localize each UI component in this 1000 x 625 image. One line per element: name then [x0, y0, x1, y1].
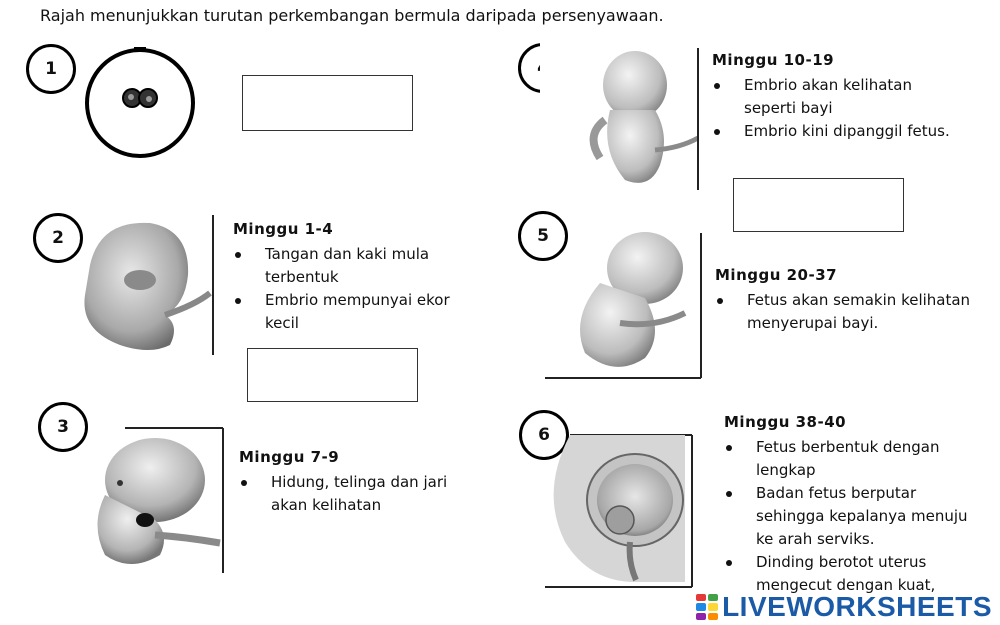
- stage-2-point-1: Tangan dan kaki mula terbentuk: [233, 243, 473, 289]
- stage-5-week: Minggu 20-37: [715, 266, 838, 284]
- stage-2-description: Minggu 1-4 Tangan dan kaki mula terbentu…: [233, 218, 473, 335]
- stage-4-description: Minggu 10-19 Embrio akan kelihatan seper…: [712, 49, 952, 143]
- answer-box-4[interactable]: [733, 178, 904, 232]
- fetus-week-10-19-image: [540, 40, 700, 190]
- liveworksheets-logo-icon: [696, 594, 719, 620]
- answer-box-2[interactable]: [247, 348, 418, 402]
- stage-number-3: 3: [38, 402, 88, 452]
- stage-3-point-1: Hidung, telinga dan jari akan kelihatan: [239, 471, 479, 517]
- page-title: Rajah menunjukkan turutan perkembangan b…: [40, 6, 664, 25]
- stage-number-6: 6: [519, 410, 569, 460]
- zygote-image: [85, 47, 195, 158]
- stage-number-1: 1: [26, 44, 76, 94]
- liveworksheets-watermark: LIVEWORKSHEETS: [696, 591, 992, 623]
- stage-4-point-1: Embrio akan kelihatan seperti bayi: [712, 74, 952, 120]
- stage-6-point-3: Dinding berotot uterus mengecut dengan k…: [724, 551, 969, 597]
- stage-3-week: Minggu 7-9: [239, 448, 340, 466]
- stage-5-description: Minggu 20-37 Fetus akan semakin kelihata…: [715, 264, 975, 335]
- stage-2-week: Minggu 1-4: [233, 220, 334, 238]
- answer-box-1[interactable]: [242, 75, 413, 131]
- stage-6-point-1: Fetus berbentuk dengan lengkap: [724, 436, 969, 482]
- fetus-in-uterus-image: [545, 434, 693, 588]
- stage-number-2: 2: [33, 213, 83, 263]
- stage-2-point-2: Embrio mempunyai ekor kecil: [233, 289, 473, 335]
- stage-4-week: Minggu 10-19: [712, 51, 835, 69]
- liveworksheets-brand: LIVEWORKSHEETS: [722, 591, 992, 622]
- fetus-week-20-37-image: [545, 232, 702, 379]
- embryo-week-7-9-image: [97, 427, 224, 573]
- stage-3-description: Minggu 7-9 Hidung, telinga dan jari akan…: [239, 446, 479, 517]
- embryo-week-1-4-image: [84, 215, 214, 355]
- stage-6-week: Minggu 38-40: [724, 413, 847, 431]
- stage-6-point-2: Badan fetus berputar sehingga kepalanya …: [724, 482, 969, 551]
- stage-4-point-2: Embrio kini dipanggil fetus.: [712, 120, 952, 143]
- stage-6-description: Minggu 38-40 Fetus berbentuk dengan leng…: [724, 411, 969, 597]
- stage-number-5: 5: [518, 211, 568, 261]
- stage-5-point-1: Fetus akan semakin kelihatan menyerupai …: [715, 289, 975, 335]
